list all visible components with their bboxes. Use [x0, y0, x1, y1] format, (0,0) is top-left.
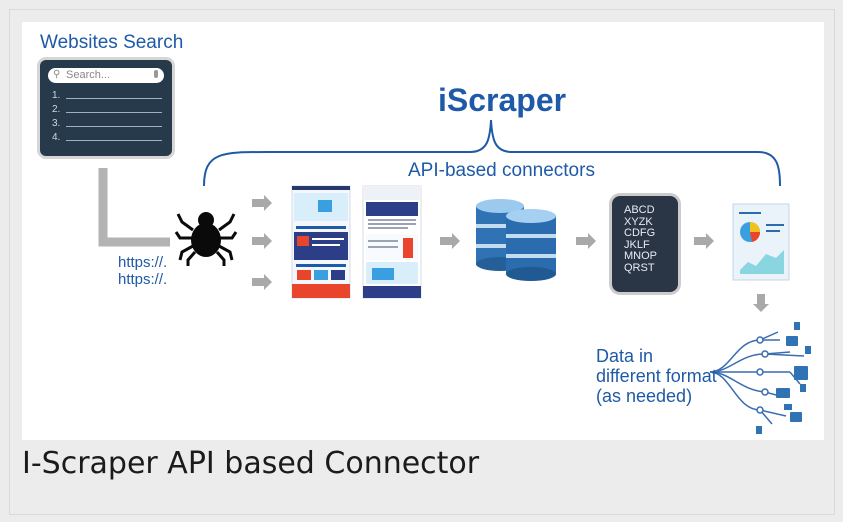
search-result: 3. — [52, 118, 162, 129]
websites-search-title: Websites Search — [40, 32, 184, 53]
output-line: Data in — [596, 346, 654, 366]
url-item: https://. — [118, 254, 168, 271]
format-file-icon — [756, 322, 811, 434]
arrow-to-database — [440, 233, 460, 249]
report-icon — [732, 203, 790, 281]
output-label: Data in different format (as needed) — [596, 346, 717, 406]
result-number: 2. — [52, 104, 61, 115]
search-connector — [98, 168, 170, 247]
code-item: ABCD — [624, 204, 655, 216]
result-line — [66, 126, 162, 127]
webpage-icon — [362, 185, 422, 299]
tree-nodes — [756, 336, 769, 414]
search-placeholder: Search... — [66, 69, 111, 81]
webpage-icon — [291, 185, 351, 299]
search-result: 1. — [52, 90, 162, 101]
result-number: 3. — [52, 118, 61, 129]
search-input: ⚲ Search... — [48, 68, 164, 83]
search-card: ⚲ Search... 1. 2. 3. 4. — [40, 60, 172, 156]
result-line — [66, 112, 162, 113]
iscraper-title: iScraper — [438, 82, 567, 118]
result-number: 4. — [52, 132, 61, 143]
result-line — [66, 140, 162, 141]
arrows-to-pages — [252, 195, 272, 290]
spider-icon — [174, 212, 238, 266]
arrow-to-codes — [576, 233, 596, 249]
url-list: https://. https://. — [118, 254, 167, 288]
connectors-label: API-based connectors — [408, 160, 595, 181]
database-icon — [506, 209, 556, 281]
arrow-to-report — [694, 233, 714, 249]
code-item: XYZK — [624, 215, 653, 228]
result-number: 1. — [52, 90, 61, 101]
connectors-brace — [203, 119, 781, 187]
search-result: 2. — [52, 104, 162, 115]
code-item: QRST — [624, 261, 655, 274]
code-item: JKLF — [624, 238, 650, 251]
output-line: different format — [596, 366, 717, 386]
code-item: CDFG — [624, 227, 656, 239]
search-result: 4. — [52, 132, 162, 143]
code-card: ABCD XYZK CDFG JKLF MNOP QRST — [612, 196, 678, 292]
microphone-icon — [154, 70, 158, 78]
output-line: (as needed) — [596, 386, 693, 406]
search-icon: ⚲ — [53, 69, 61, 80]
arrow-down — [753, 294, 769, 312]
url-item: https://. — [118, 271, 168, 288]
result-line — [66, 98, 162, 99]
figure-caption: I-Scraper API based Connector — [22, 446, 480, 481]
code-item: MNOP — [624, 250, 657, 262]
